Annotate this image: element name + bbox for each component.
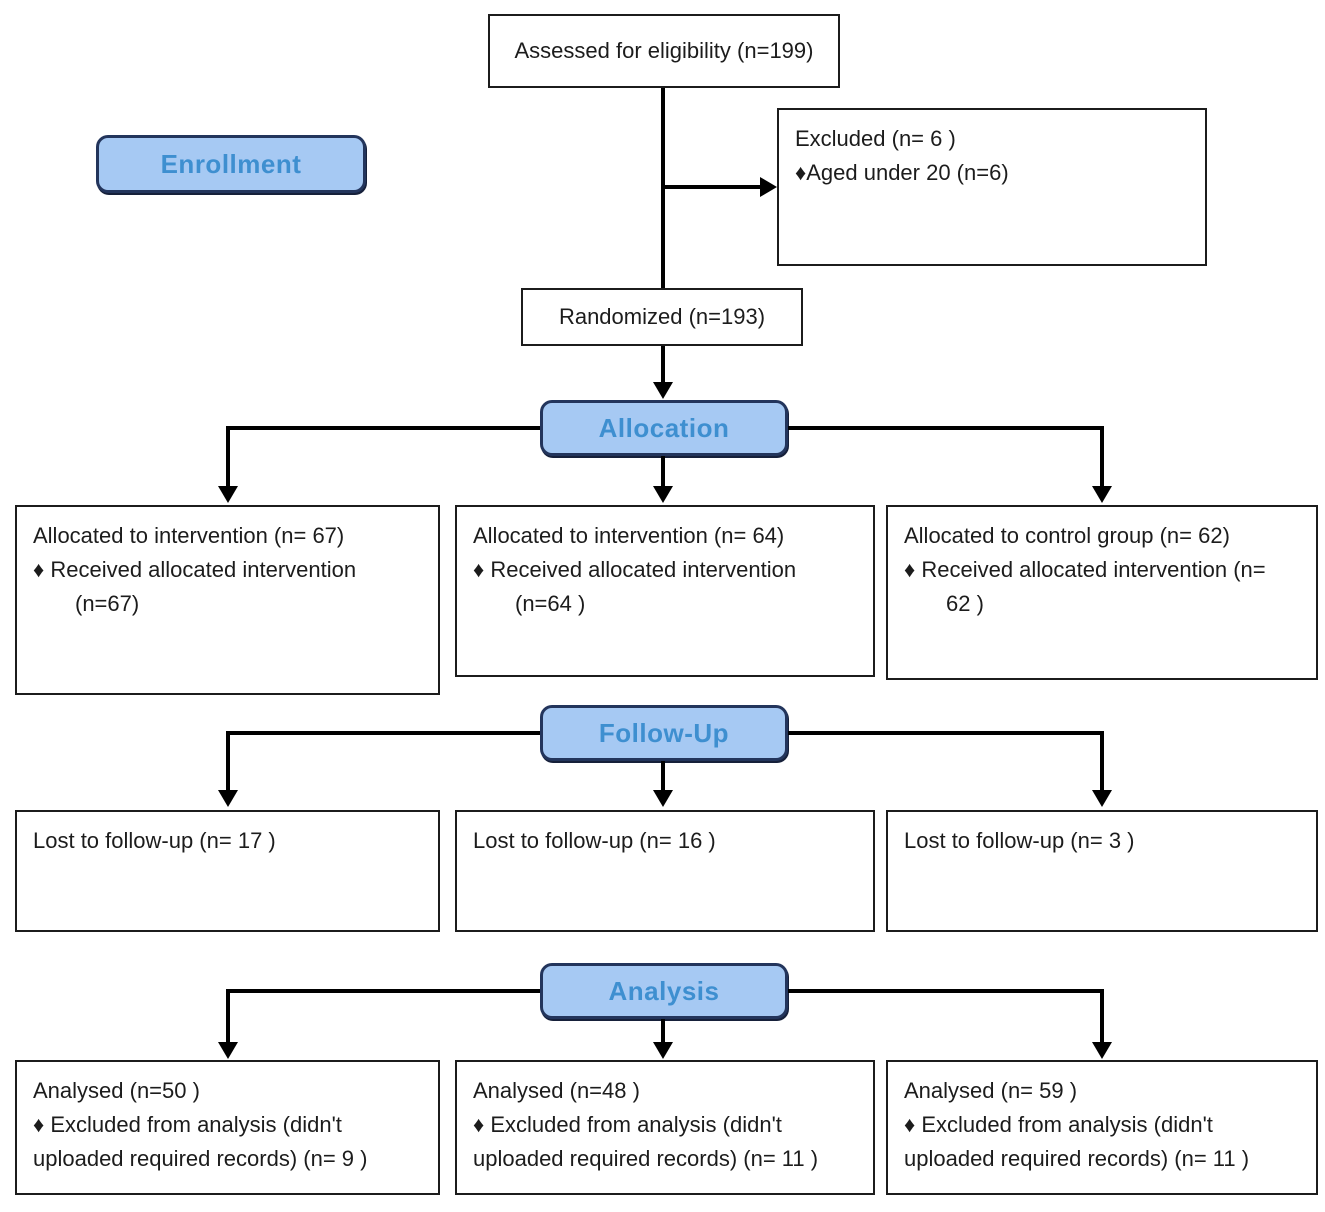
alloc-left-line2: ♦ Received allocated intervention [33,557,357,583]
arrowhead-an-left [218,1042,238,1059]
analysis-drop-right [1100,989,1104,1043]
followup-banner: Follow-Up [540,705,788,761]
enrollment-banner: Enrollment [96,135,366,193]
lost-box-left: Lost to follow-up (n= 17 ) [15,810,440,932]
allocation-drop-right [1100,426,1104,488]
arrowhead-alloc-center [653,486,673,503]
connector-randomized-allocation [661,346,665,384]
lost-box-right: Lost to follow-up (n= 3 ) [886,810,1318,932]
arrowhead-alloc-left [218,486,238,503]
analysis-label: Analysis [608,975,720,1006]
followup-branch-right [788,731,1104,735]
randomized-box: Randomized (n=193) [521,288,803,346]
arrowhead-fu-right [1092,790,1112,807]
followup-drop-center [661,761,665,791]
analysis-branch-right [788,989,1104,993]
followup-drop-left [226,731,230,791]
analysis-banner: Analysis [540,963,788,1019]
arrowhead-an-right [1092,1042,1112,1059]
alloc-mid-line2: ♦ Received allocated intervention [473,557,797,583]
alloc-left-line1: Allocated to intervention (n= 67) [33,523,345,548]
an-right-line2: ♦ Excluded from analysis (didn't [904,1112,1213,1138]
an-mid-line1: Analysed (n=48 ) [473,1078,640,1103]
an-right-line3: uploaded required records) (n= 11 ) [904,1146,1250,1172]
arrowhead-an-center [653,1042,673,1059]
excluded-line1: Excluded (n= 6 ) [795,126,956,151]
analysed-box-left: Analysed (n=50 ) ♦ Excluded from analysi… [15,1060,440,1195]
allocation-label: Allocation [598,412,730,443]
arrowhead-fu-left [218,790,238,807]
alloc-left-line3: (n=67) [75,591,140,617]
alloc-right-line2: ♦ Received allocated intervention (n= [904,557,1266,583]
analysed-box-right: Analysed (n= 59 ) ♦ Excluded from analys… [886,1060,1318,1195]
followup-branch-left [228,731,540,735]
allocation-branch-right [788,426,1104,430]
connector-to-excluded [661,185,761,189]
an-left-line1: Analysed (n=50 ) [33,1078,200,1103]
followup-drop-right [1100,731,1104,791]
enrollment-label: Enrollment [160,148,302,179]
allocation-branch-left [228,426,540,430]
lost-left-line1: Lost to follow-up (n= 17 ) [33,828,276,853]
lost-mid-line1: Lost to follow-up (n= 16 ) [473,828,716,853]
followup-label: Follow-Up [598,717,730,748]
an-mid-line2: ♦ Excluded from analysis (didn't [473,1112,782,1138]
randomized-text: Randomized (n=193) [558,303,766,329]
allocated-box-right: Allocated to control group (n= 62) ♦ Rec… [886,505,1318,680]
an-right-line1: Analysed (n= 59 ) [904,1078,1078,1103]
an-mid-line3: uploaded required records) (n= 11 ) [473,1146,819,1172]
lost-right-line1: Lost to follow-up (n= 3 ) [904,828,1135,853]
arrowhead-fu-center [653,790,673,807]
alloc-mid-line1: Allocated to intervention (n= 64) [473,523,785,548]
analysis-drop-center [661,1019,665,1043]
arrowhead-allocation [653,382,673,399]
arrowhead-alloc-right [1092,486,1112,503]
excluded-box: Excluded (n= 6 ) ♦Aged under 20 (n=6) [777,108,1207,266]
alloc-right-line1: Allocated to control group (n= 62) [904,523,1230,548]
alloc-right-line3: 62 ) [946,591,984,617]
arrowhead-excluded [760,177,777,197]
allocation-drop-left [226,426,230,488]
alloc-mid-line3: (n=64 ) [515,591,586,617]
allocation-drop-center [661,456,665,488]
an-left-line3: uploaded required records) (n= 9 ) [33,1146,368,1172]
analysed-box-middle: Analysed (n=48 ) ♦ Excluded from analysi… [455,1060,875,1195]
excluded-line2: ♦Aged under 20 (n=6) [795,160,1009,186]
an-left-line2: ♦ Excluded from analysis (didn't [33,1112,342,1138]
allocated-box-middle: Allocated to intervention (n= 64) ♦ Rece… [455,505,875,677]
analysis-drop-left [226,989,230,1043]
assessed-text: Assessed for eligibility (n=199) [514,37,814,63]
analysis-branch-left [228,989,540,993]
allocation-banner: Allocation [540,400,788,456]
assessed-box: Assessed for eligibility (n=199) [488,14,840,88]
allocated-box-left: Allocated to intervention (n= 67) ♦ Rece… [15,505,440,695]
lost-box-middle: Lost to follow-up (n= 16 ) [455,810,875,932]
